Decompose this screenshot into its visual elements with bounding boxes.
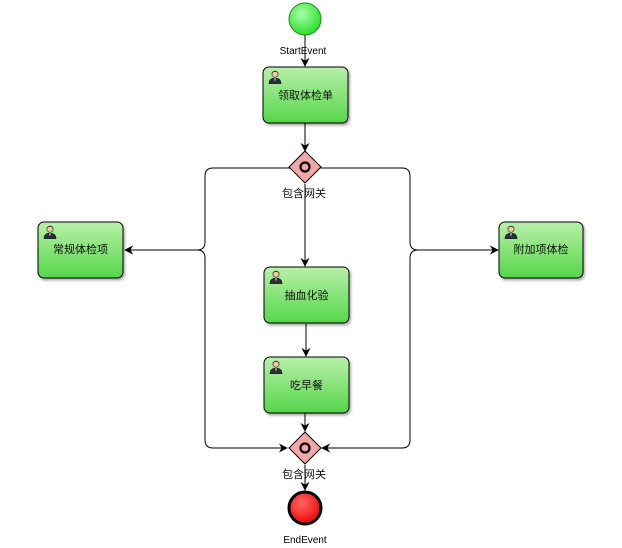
- edge-split-to-routine: [124, 167, 290, 255]
- task-extra-check[interactable]: [498, 221, 584, 279]
- task-blood-test[interactable]: [263, 266, 350, 324]
- start-event[interactable]: StartEvent: [280, 2, 327, 57]
- task-receive-form[interactable]: [262, 66, 349, 124]
- edge-routine-to-join: [125, 249, 288, 453]
- task-extra-check-label: 附加项体检: [514, 242, 569, 256]
- edge-split-to-extra: [320, 167, 499, 255]
- task-routine-check[interactable]: [37, 221, 124, 279]
- end-event-circle[interactable]: [287, 490, 323, 526]
- task-breakfast[interactable]: [263, 356, 350, 414]
- split-gateway[interactable]: [288, 150, 322, 184]
- edge-extra-to-join: [321, 249, 498, 453]
- task-receive-form-label: 领取体检单: [278, 88, 333, 102]
- edges: [124, 35, 499, 491]
- inclusive-gateway-icon: [299, 442, 311, 454]
- start-event-circle[interactable]: [288, 2, 322, 36]
- task-breakfast-label: 吃早餐: [290, 378, 323, 392]
- join-gateway[interactable]: [288, 431, 322, 465]
- end-event-label: EndEvent: [283, 535, 327, 546]
- inclusive-gateway-icon: [299, 161, 311, 173]
- start-event-label: StartEvent: [280, 46, 327, 57]
- join-gateway-label: 包含网关: [282, 467, 326, 481]
- task-blood-test-label: 抽血化验: [285, 288, 329, 302]
- task-routine-check-label: 常规体检项: [53, 242, 108, 256]
- split-gateway-label: 包含网关: [282, 186, 326, 200]
- end-event[interactable]: EndEvent: [283, 490, 327, 546]
